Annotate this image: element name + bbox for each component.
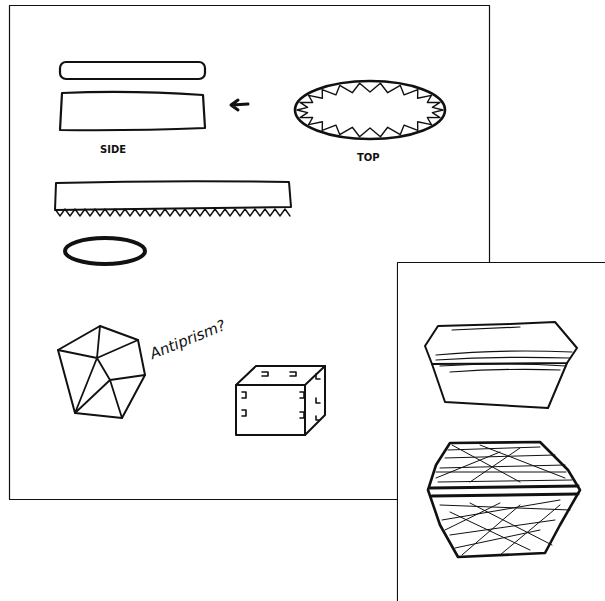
sketch-label: SIDE [100,144,126,155]
sketch-label: TOP [357,152,380,163]
